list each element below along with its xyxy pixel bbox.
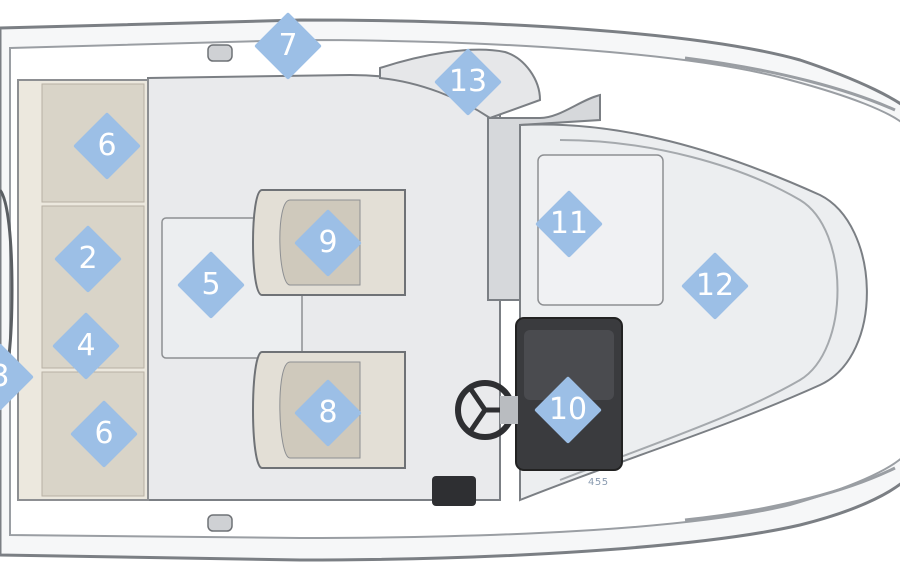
callout-8: 8 xyxy=(294,379,362,447)
callout-9: 9 xyxy=(294,209,362,277)
callout-11: 11 xyxy=(535,190,603,258)
bow-rail-top xyxy=(684,56,896,112)
callout-12: 12 xyxy=(681,252,749,320)
callout-5: 5 xyxy=(177,251,245,319)
cleat-top xyxy=(207,44,233,62)
callout-6-top: 6 xyxy=(73,112,141,180)
throttle xyxy=(432,476,476,506)
callout-4: 4 xyxy=(52,312,120,380)
callout-3: 3 xyxy=(0,343,34,411)
callout-2: 2 xyxy=(54,225,122,293)
cleat-bottom xyxy=(207,514,233,532)
model-label: 455 xyxy=(588,477,609,488)
bow-rail-bottom xyxy=(684,466,896,522)
callout-13: 13 xyxy=(434,48,502,116)
bow-inner-line xyxy=(559,139,839,481)
callout-10: 10 xyxy=(534,376,602,444)
helm-panel xyxy=(524,330,614,400)
callout-6-bottom: 6 xyxy=(70,400,138,468)
callout-7: 7 xyxy=(254,12,322,80)
